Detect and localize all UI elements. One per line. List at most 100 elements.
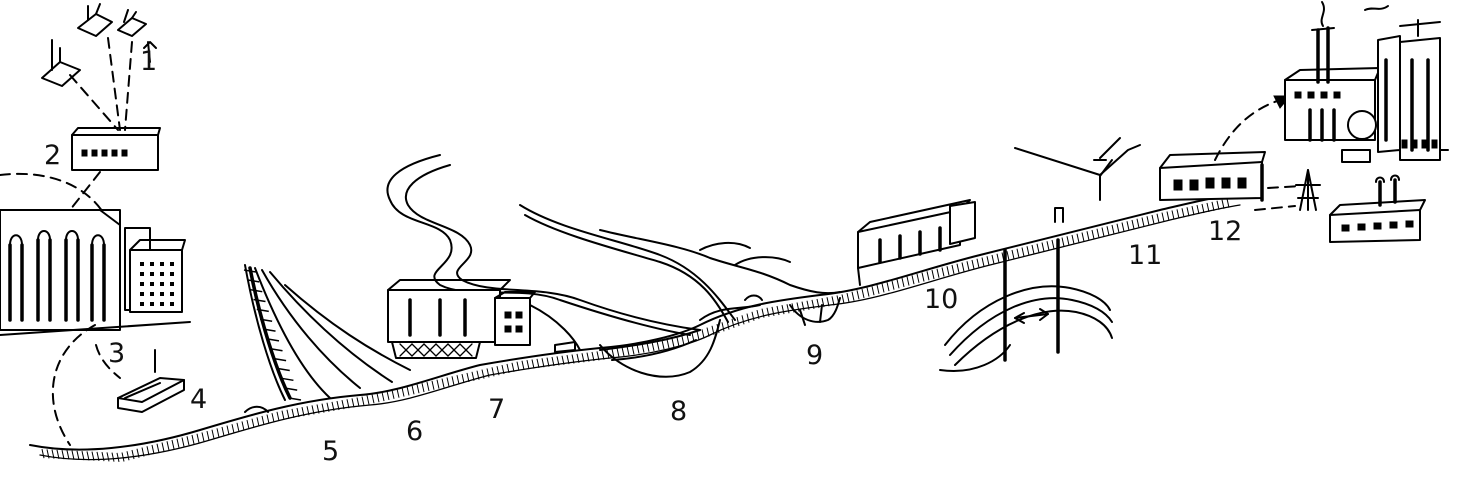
hatch-stroke — [1026, 246, 1030, 256]
hatch-stroke — [636, 344, 640, 354]
hatch-stroke — [161, 442, 165, 452]
hatch-stroke — [801, 301, 805, 311]
flow-line-1-2b — [107, 37, 121, 131]
hatch-stroke — [66, 450, 70, 460]
hatch-stroke — [551, 356, 555, 367]
hatch-stroke — [121, 452, 125, 462]
flow-arc-down — [51, 324, 96, 446]
hatch-stroke — [736, 316, 740, 327]
hatch-stroke — [516, 361, 520, 371]
hatch-stroke — [151, 444, 155, 455]
hatch-stroke — [1071, 234, 1075, 245]
hatch-stroke — [976, 258, 980, 268]
hatch-stroke — [1096, 228, 1100, 238]
flow-line-1-2c — [124, 41, 133, 131]
antenna-mast — [1014, 137, 1141, 201]
label-4: 4 — [190, 384, 207, 415]
label-5: 5 — [322, 436, 339, 467]
hatch-stroke — [1066, 236, 1070, 246]
hatch-stroke — [966, 261, 970, 271]
hatch-stroke — [256, 417, 260, 427]
rail-tie — [263, 328, 276, 332]
hatch-stroke — [176, 438, 180, 448]
hatch-stroke — [141, 447, 145, 457]
hatch-stroke — [431, 380, 435, 390]
hatch-stroke — [1141, 217, 1145, 227]
building-windows — [140, 262, 174, 306]
pipeline-bridge — [789, 297, 841, 326]
hatch-stroke — [461, 373, 465, 384]
hatch-stroke — [1206, 202, 1210, 213]
hatch-stroke — [136, 448, 140, 458]
hatch-stroke — [886, 281, 890, 292]
hatch-stroke — [741, 315, 745, 325]
railway-ties — [243, 269, 302, 401]
hatch-stroke — [241, 421, 245, 431]
hatch-stroke — [866, 287, 870, 297]
window — [160, 262, 164, 266]
hatch-stroke — [496, 366, 500, 376]
hatch-stroke — [411, 385, 415, 395]
hatch-stroke — [371, 394, 375, 404]
power-station — [1295, 169, 1426, 243]
hatch-stroke — [356, 397, 360, 407]
hatch-stroke — [666, 339, 670, 349]
hatch-stroke — [786, 304, 790, 314]
window — [140, 272, 144, 276]
hatch-stroke — [1131, 219, 1135, 230]
hatch-stroke — [856, 290, 860, 300]
hatch-stroke — [996, 253, 1000, 263]
hatch-stroke — [906, 276, 910, 286]
hatch-stroke — [331, 401, 335, 412]
hatch-stroke — [466, 372, 470, 383]
hatch-stroke — [526, 360, 530, 370]
hatch-stroke — [851, 291, 855, 301]
hatch-stroke — [831, 296, 835, 306]
hatch-stroke — [661, 340, 665, 350]
hatch-stroke — [921, 272, 925, 282]
hatch-stroke — [1201, 203, 1205, 214]
flow-line-1-2a — [69, 74, 119, 131]
hatch-stroke — [311, 405, 315, 415]
window — [160, 302, 164, 306]
hatch-stroke — [501, 364, 505, 375]
rail-tie — [273, 357, 287, 362]
hatch-stroke — [401, 387, 405, 397]
hatch-stroke — [441, 378, 445, 388]
hatch-stroke — [126, 451, 130, 461]
hatch-stroke — [251, 418, 255, 428]
label-10: 10 — [924, 284, 958, 315]
rail-tie — [285, 387, 298, 391]
intermediate-pump-station — [857, 199, 976, 286]
hatch-stroke — [1006, 251, 1010, 261]
hatch-stroke — [1106, 226, 1110, 236]
hatch-stroke — [561, 355, 565, 365]
hatch-stroke — [881, 283, 885, 293]
hatch-stroke — [51, 449, 55, 459]
hatch-stroke — [771, 306, 775, 317]
hatch-stroke — [221, 426, 225, 437]
hatch-stroke — [261, 415, 265, 426]
hatch-stroke — [236, 422, 240, 432]
hatch-stroke — [971, 259, 975, 270]
hatch-stroke — [1086, 231, 1090, 241]
ground-profile — [29, 194, 1241, 462]
hatch-stroke — [1181, 208, 1185, 218]
hatch-stroke — [546, 357, 550, 367]
hatch-stroke — [101, 451, 105, 462]
window — [170, 272, 174, 276]
hatch-stroke — [286, 409, 290, 419]
hatch-stroke — [751, 311, 755, 321]
hatch-stroke — [991, 254, 995, 265]
window — [160, 272, 164, 276]
hatch-stroke — [1136, 218, 1140, 228]
hatch-stroke — [1111, 224, 1115, 235]
underground-storage — [939, 238, 1113, 372]
hatch-stroke — [271, 413, 275, 423]
label-3: 3 — [108, 338, 125, 369]
window — [170, 282, 174, 286]
hatch-stroke — [191, 434, 195, 445]
hatch-stroke — [681, 336, 685, 346]
hatch-stroke — [616, 347, 620, 358]
hatch-stroke — [211, 429, 215, 439]
